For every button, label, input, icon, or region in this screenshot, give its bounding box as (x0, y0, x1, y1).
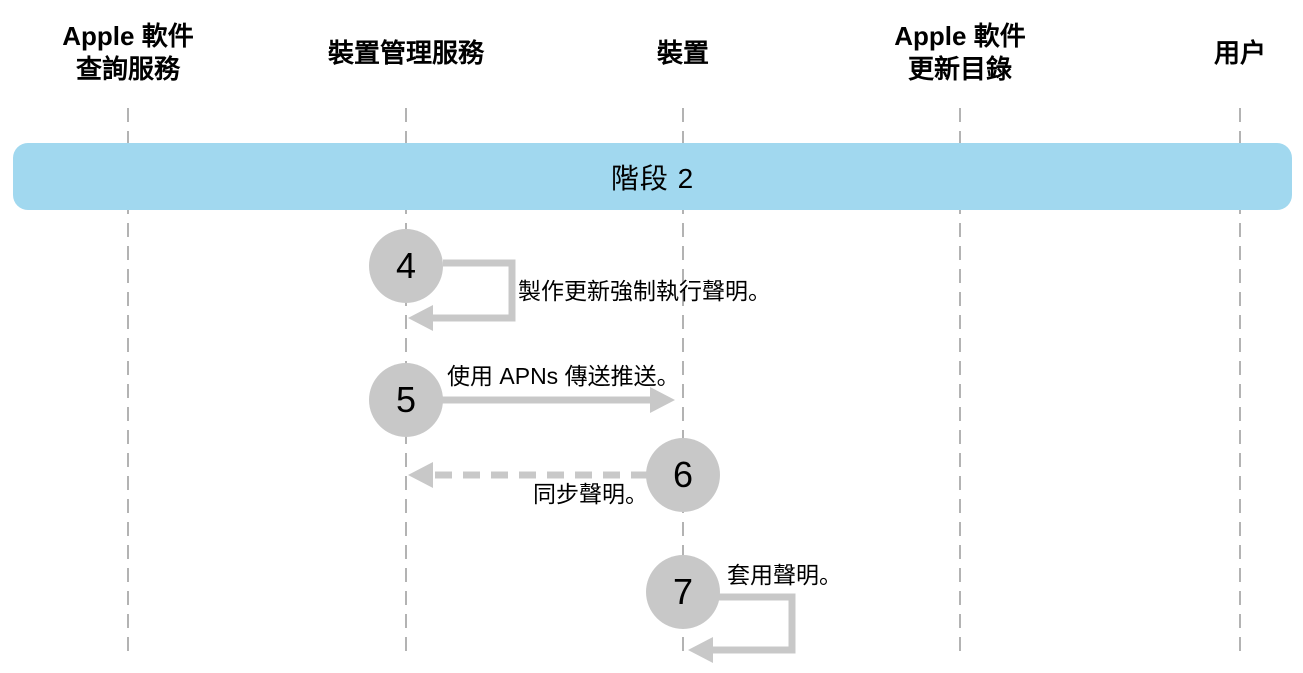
step-5-solid-arrow (440, 387, 675, 413)
actor-apple-software-update-catalog: Apple 軟件 更新目錄 (894, 21, 1026, 84)
lifeline-user (1239, 108, 1241, 655)
step-7-label: 套用聲明。 (727, 562, 842, 588)
phase-banner: 階段 2 (13, 143, 1292, 210)
step-7-self-loop-arrow (688, 593, 796, 663)
lifeline-device (682, 108, 684, 655)
step-6-dashed-arrow (408, 462, 648, 488)
step-6-label: 同步聲明。 (533, 481, 648, 507)
step-5-number: 5 (395, 379, 417, 420)
step-5-label: 使用 APNs 傳送推送。 (447, 363, 680, 389)
step-4-self-loop-arrow (408, 259, 516, 331)
actor-user: 用户 (1213, 37, 1266, 68)
step-6-number: 6 (672, 454, 694, 495)
step-4-number: 4 (395, 245, 417, 286)
actor-apple-software-lookup-service: Apple 軟件 查詢服務 (62, 21, 194, 84)
lifeline-apple-software-update-catalog (959, 108, 961, 655)
phase-banner-label: 階段 2 (610, 162, 695, 194)
step-4-label: 製作更新強制執行聲明。 (518, 278, 771, 304)
step-6-badge: 6 (646, 438, 720, 512)
step-4-badge: 4 (369, 229, 443, 303)
step-7-number: 7 (672, 571, 694, 612)
actor-device-management-service: 裝置管理服務 (327, 37, 484, 68)
lifeline-apple-software-lookup-service (127, 108, 129, 655)
step-7-badge: 7 (646, 555, 720, 629)
step-5-badge: 5 (369, 363, 443, 437)
actor-device: 裝置 (656, 37, 709, 68)
